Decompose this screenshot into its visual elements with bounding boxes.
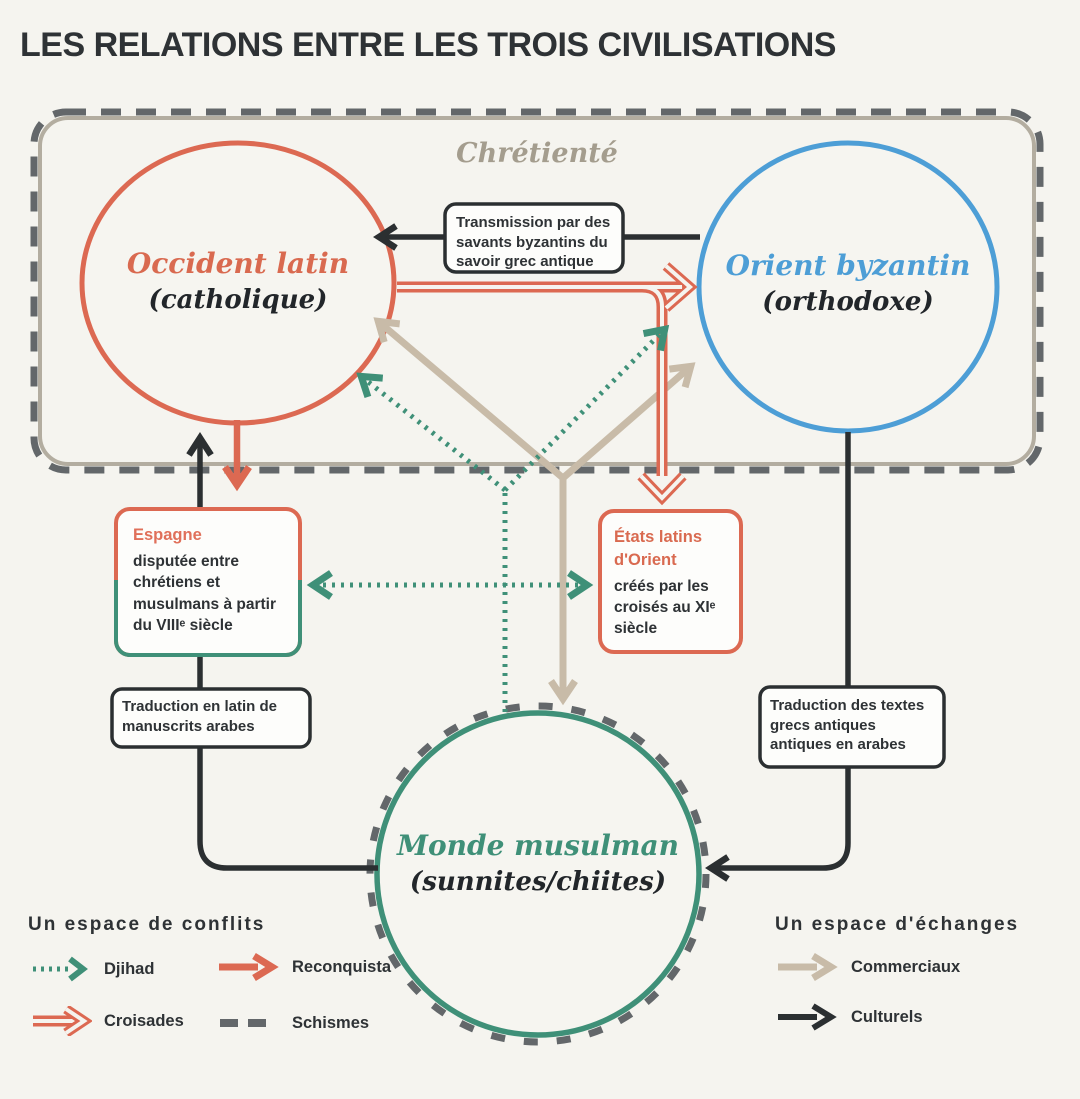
etats-latins-title: États latins d'Orient bbox=[614, 528, 703, 569]
transmission-box bbox=[443, 202, 625, 274]
croisades-arrows bbox=[397, 262, 698, 506]
etats-latins-box bbox=[598, 509, 743, 654]
muslim-circle-label: Monde musulman (sunnites/chiites) bbox=[378, 828, 698, 899]
espagne-title: Espagne bbox=[133, 526, 202, 544]
reconquista-arrow-icon bbox=[219, 953, 279, 981]
legend-label-culturels: Culturels bbox=[851, 1007, 923, 1026]
legend-conflicts: Un espace de conflits Djihad Reconquista bbox=[28, 914, 428, 1036]
christendom-zone-border bbox=[30, 108, 1044, 474]
legend-item-culturels: Culturels bbox=[775, 1002, 923, 1032]
transmission-note: Transmission par des savants byzantins d… bbox=[456, 214, 611, 270]
legend-exchanges: Un espace d'échanges Commerciaux Culture… bbox=[775, 914, 1080, 1031]
culturels-arrow-icon bbox=[778, 1003, 837, 1031]
legend-label-reconquista: Reconquista bbox=[292, 957, 392, 976]
espagne-note: Espagne disputée entre chrétiens et musu… bbox=[133, 524, 291, 636]
traduction-latin-box bbox=[110, 687, 312, 749]
djihad-arrows bbox=[306, 324, 670, 712]
occident-circle-label: Occident latin (catholique) bbox=[78, 246, 398, 317]
commerciaux-arrow-icon bbox=[778, 953, 838, 981]
legend-item-schismes: Schismes bbox=[216, 1008, 369, 1038]
legend-label-croisades: Croisades bbox=[104, 1011, 184, 1030]
page-title: LES RELATIONS ENTRE LES TROIS CIVILISATI… bbox=[20, 26, 836, 64]
etats-latins-note: États latins d'Orient créés par les croi… bbox=[614, 526, 732, 640]
legend-item-croisades: Croisades bbox=[30, 1006, 184, 1036]
occident-name: Occident latin bbox=[126, 247, 350, 280]
orient-circle bbox=[696, 140, 1000, 434]
muslim-name: Monde musulman bbox=[396, 829, 680, 862]
djihad-arrow-icon bbox=[33, 956, 88, 982]
legend-label-schismes: Schismes bbox=[292, 1013, 370, 1032]
etats-latins-description: créés par les croisés au XIᵉ siècle bbox=[614, 577, 716, 638]
espagne-description: disputée entre chrétiens et musulmans à … bbox=[133, 552, 276, 634]
legend-exchanges-title: Un espace d'échanges bbox=[775, 914, 1020, 935]
legend-item-commerciaux: Commerciaux bbox=[775, 952, 960, 982]
traduction-latin-note: Traduction en latin de manuscrits arabes bbox=[122, 698, 278, 735]
legend-label-commerciaux: Commerciaux bbox=[851, 957, 961, 976]
occident-subtitle: (catholique) bbox=[148, 285, 328, 315]
schismes-dash-icon bbox=[220, 1019, 266, 1027]
espagne-box bbox=[114, 507, 302, 657]
orient-name: Orient byzantin bbox=[725, 249, 971, 282]
orient-subtitle: (orthodoxe) bbox=[762, 287, 934, 317]
traduction-arabe-box bbox=[758, 685, 946, 769]
croisades-arrow-icon bbox=[33, 1006, 92, 1036]
legend-conflicts-title: Un espace de conflits bbox=[28, 914, 266, 935]
legend-item-reconquista: Reconquista bbox=[216, 952, 391, 982]
traduction-arabe-note: Traduction des textes grecs antiques ant… bbox=[770, 697, 925, 753]
muslim-subtitle: (sunnites/chiites) bbox=[409, 867, 667, 897]
christendom-label: Chrétienté bbox=[456, 138, 618, 169]
orient-circle-label: Orient byzantin (orthodoxe) bbox=[688, 248, 1008, 319]
legend-item-djihad: Djihad bbox=[30, 954, 154, 984]
legend-label-djihad: Djihad bbox=[104, 959, 155, 978]
